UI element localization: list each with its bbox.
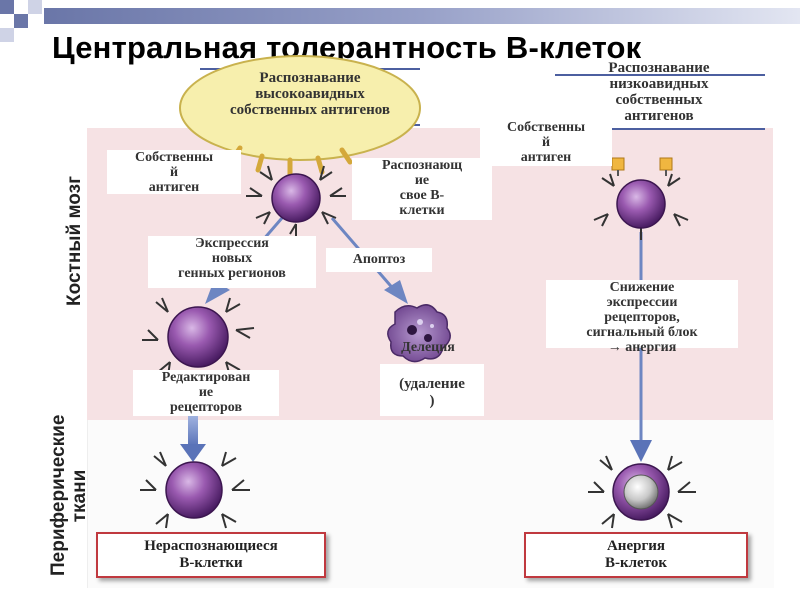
label-recognizing: Распознающ ие свое В- клетки [352, 158, 492, 220]
self-antigen-markers [611, 157, 673, 176]
label-editing: Редактирован ие рецепторов [133, 370, 279, 416]
header-square [28, 0, 42, 14]
apoptotic-cell [387, 304, 451, 363]
header-square [14, 14, 28, 28]
header-square [0, 28, 14, 42]
b-cell-recognizing [246, 165, 346, 238]
label-deletion: Делеция [401, 340, 455, 355]
b-cell-editing [142, 297, 255, 386]
outcome-non-recognizing: Нераспознающиеся В-клетки [96, 532, 326, 578]
b-cell-non-recognizing [140, 451, 250, 529]
separator-line [555, 74, 765, 76]
header-gradient-bar [44, 8, 800, 24]
arrow-to-periphery-left [180, 416, 206, 462]
label-high-avidity: Распознавание высокоавидных собственных … [230, 70, 390, 118]
separator-line [555, 128, 765, 130]
outcome-anergy: Анергия В-клеток [524, 532, 748, 578]
label-low-avidity: Распознавание низкоавидных собственных а… [608, 60, 710, 124]
label-expression: Экспрессия новых генных регионов [148, 236, 316, 288]
label-removal: (удаление ) [380, 364, 484, 416]
label-reduction: Снижение экспрессии рецепторов, сигнальн… [546, 280, 738, 355]
b-cell-low-avidity [593, 173, 689, 240]
b-cell-anergic [588, 455, 696, 529]
header-square [0, 0, 14, 14]
header-decoration [0, 0, 800, 48]
antigen-presenting-cell [179, 55, 421, 177]
label-apoptosis: Апоптоз [326, 248, 432, 272]
label-self-antigen-right: Собственны й антиген [480, 120, 612, 166]
label-self-antigen-left: Собственны й антиген [107, 150, 241, 195]
